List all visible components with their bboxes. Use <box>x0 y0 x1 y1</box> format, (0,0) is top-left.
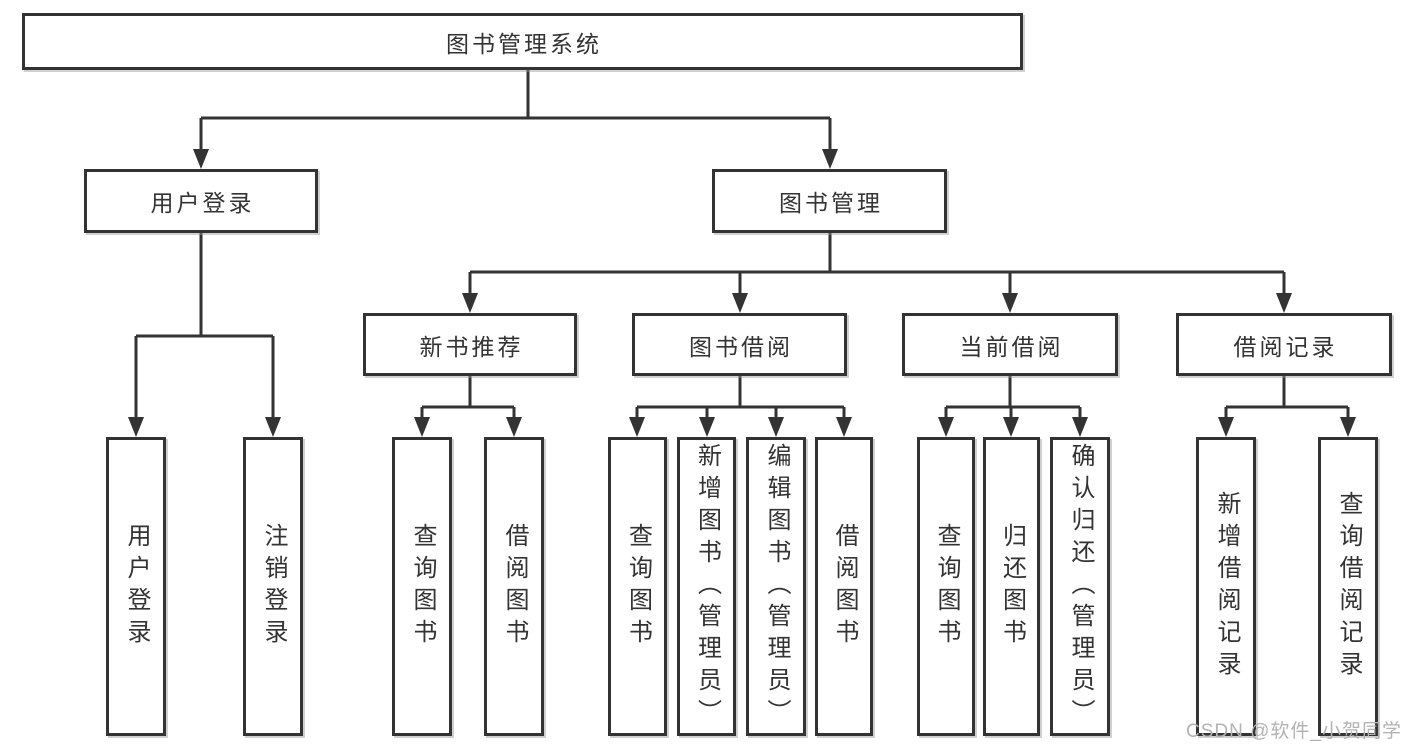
leaf-logout: 注销登录 <box>243 437 303 736</box>
node-book-management: 图书管理 <box>712 169 947 233</box>
leaf-add-book-admin: 新增图书（管理员） <box>677 437 736 736</box>
node-new-book-recommend-label: 新书推荐 <box>419 333 524 360</box>
leaf-query-borrow-record: 查询借阅记录 <box>1318 437 1378 736</box>
leaf-borrow-query-book-label: 查询图书 <box>624 522 652 651</box>
leaf-edit-book-admin-label: 编辑图书（管理员） <box>763 442 790 731</box>
leaf-logout-label: 注销登录 <box>260 522 287 651</box>
node-user-login: 用户登录 <box>84 169 318 233</box>
csdn-watermark: CSDN @软件_小贺同学 <box>1186 721 1402 742</box>
node-new-book-recommend: 新书推荐 <box>363 313 577 376</box>
leaf-recommend-borrow-book-label: 借阅图书 <box>501 522 528 651</box>
leaf-user-login-label: 用户登录 <box>123 522 150 651</box>
node-borrow-record: 借阅记录 <box>1176 313 1392 376</box>
leaf-edit-book-admin: 编辑图书（管理员） <box>746 437 806 736</box>
leaf-borrow-query-book: 查询图书 <box>608 437 667 736</box>
leaf-current-query-book: 查询图书 <box>917 437 975 736</box>
node-book-borrow-label: 图书借阅 <box>689 333 793 360</box>
leaf-current-query-book-label: 查询图书 <box>933 522 960 651</box>
leaf-add-book-admin-label: 新增图书（管理员） <box>693 442 721 731</box>
leaf-confirm-return-admin: 确认归还（管理员） <box>1050 437 1110 736</box>
node-user-login-label: 用户登录 <box>150 190 255 216</box>
leaf-borrow-borrow-book: 借阅图书 <box>815 437 873 736</box>
node-root-label: 图书管理系统 <box>446 30 602 57</box>
leaf-recommend-query-book-label: 查询图书 <box>409 522 436 651</box>
leaf-add-borrow-record: 新增借阅记录 <box>1196 437 1256 736</box>
leaf-recommend-borrow-book: 借阅图书 <box>484 437 544 736</box>
leaf-query-borrow-record-label: 查询借阅记录 <box>1335 490 1362 683</box>
node-root: 图书管理系统 <box>22 13 1023 70</box>
leaf-borrow-borrow-book-label: 借阅图书 <box>831 522 858 651</box>
node-current-borrow: 当前借阅 <box>902 313 1118 376</box>
leaf-add-borrow-record-label: 新增借阅记录 <box>1213 490 1240 683</box>
leaf-return-book: 归还图书 <box>983 437 1040 736</box>
leaf-confirm-return-admin-label: 确认归还（管理员） <box>1067 442 1094 731</box>
leaf-recommend-query-book: 查询图书 <box>392 437 452 736</box>
leaf-user-login: 用户登录 <box>106 437 166 736</box>
node-borrow-record-label: 借阅记录 <box>1233 333 1338 360</box>
leaf-return-book-label: 归还图书 <box>998 522 1026 651</box>
arrow-down-icons <box>128 149 1356 437</box>
node-book-management-label: 图书管理 <box>779 190 883 216</box>
node-book-borrow: 图书借阅 <box>632 313 847 376</box>
node-current-borrow-label: 当前借阅 <box>959 333 1064 360</box>
